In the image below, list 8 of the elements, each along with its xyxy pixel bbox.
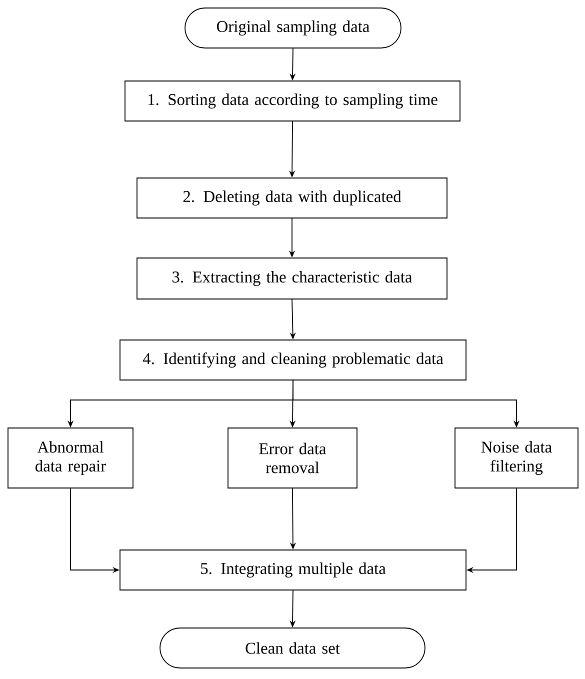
process-box: Error data removal <box>228 428 358 488</box>
process-box: 5. Integrating multiple data <box>120 550 466 590</box>
process-box: Noise data filtering <box>454 428 578 488</box>
process-box: 3. Extracting the characteristic data <box>136 258 448 300</box>
process-box: 2. Deleting data with duplicated <box>136 178 448 218</box>
process-box: 4. Identifying and cleaning problematic data <box>120 340 466 380</box>
process-box: 1. Sorting data according to sampling time <box>124 80 460 122</box>
process-box: Abnormal data repair <box>8 428 134 488</box>
